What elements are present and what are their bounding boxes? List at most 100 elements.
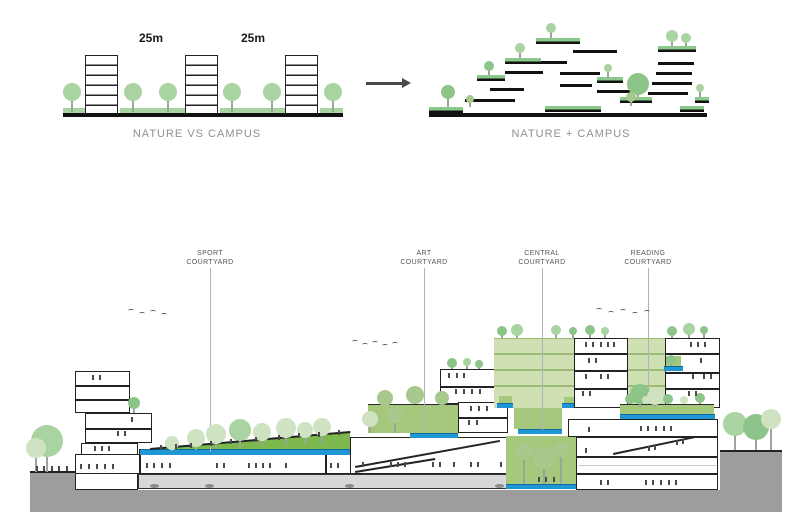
person-icon: [588, 427, 590, 432]
tree-trunk-icon: [550, 28, 552, 38]
tree-icon: [362, 411, 378, 427]
tree-icon: [297, 422, 313, 438]
green-roof-slab: [597, 77, 623, 83]
transform-arrow-head-icon: [402, 77, 411, 88]
tree-icon: [627, 73, 649, 95]
tree-icon: [466, 95, 474, 103]
tower-box: [75, 371, 130, 413]
green-roof-slab: [658, 46, 696, 52]
person-icon: [146, 463, 148, 468]
floor-line: [666, 388, 719, 390]
ground-green-strip: [220, 108, 285, 113]
lower-floor-box: [576, 474, 718, 490]
tree-icon: [511, 324, 523, 336]
grade-line-left: [30, 471, 76, 473]
person-icon: [585, 448, 587, 453]
person-icon: [592, 342, 594, 347]
person-icon: [582, 391, 584, 396]
person-icon: [318, 432, 320, 437]
tree-icon: [387, 407, 403, 423]
person-icon: [648, 446, 650, 451]
central-courtyard-basin: [506, 484, 576, 489]
person-icon: [88, 464, 90, 469]
tree-icon: [223, 83, 241, 101]
tree-trunk-icon: [734, 424, 736, 450]
tree-icon: [253, 423, 271, 441]
tree-icon: [604, 64, 612, 72]
person-icon: [455, 389, 457, 394]
bird-icon: [596, 308, 602, 311]
person-icon: [80, 464, 82, 469]
roof-garden-patch: [499, 396, 512, 403]
person-icon: [710, 374, 712, 379]
person-icon: [463, 389, 465, 394]
floor-slab: [560, 84, 592, 87]
tree-icon: [681, 33, 691, 43]
person-icon: [448, 373, 450, 378]
floor-line: [666, 372, 719, 374]
person-icon: [117, 431, 119, 436]
tree-trunk-icon: [703, 330, 705, 338]
person-icon: [66, 466, 68, 471]
person-icon: [51, 466, 53, 471]
person-icon: [468, 420, 470, 425]
tree-icon: [484, 61, 494, 71]
person-icon: [600, 374, 602, 379]
person-icon: [160, 445, 162, 450]
bird-icon: [620, 309, 626, 312]
person-icon: [688, 391, 690, 396]
person-icon: [595, 358, 597, 363]
concept-right-caption: NATURE + CAMPUS: [511, 128, 631, 140]
boulder-icon: [345, 484, 354, 488]
person-icon: [255, 463, 257, 468]
bird-icon: [128, 309, 134, 312]
floor-line: [459, 417, 507, 419]
concept-right-diagram: NATURE + CAMPUS: [400, 0, 800, 160]
tree-icon: [700, 326, 708, 334]
person-icon: [607, 480, 609, 485]
person-icon: [43, 466, 45, 471]
person-icon: [607, 342, 609, 347]
tree-icon: [128, 397, 140, 409]
tree-icon: [441, 85, 455, 99]
floor-line: [76, 399, 129, 401]
tree-icon: [187, 429, 205, 447]
tree-trunk-icon: [523, 452, 525, 484]
tree-trunk-icon: [469, 99, 471, 107]
gap-dimension-label: 25m: [240, 31, 266, 45]
tree-icon: [447, 358, 457, 368]
person-icon: [285, 463, 287, 468]
central-courtyard-pool: [518, 429, 562, 434]
tree-icon: [475, 360, 483, 368]
tree-trunk-icon: [519, 48, 521, 58]
person-icon: [668, 480, 670, 485]
tree-trunk-icon: [394, 415, 396, 433]
person-icon: [58, 466, 60, 471]
person-icon: [697, 342, 699, 347]
terrace-green-block: [368, 404, 458, 433]
tree-icon: [324, 83, 342, 101]
floor-line: [441, 386, 496, 388]
tree-icon: [124, 83, 142, 101]
person-icon: [676, 440, 678, 445]
person-icon: [404, 462, 406, 467]
person-icon: [585, 374, 587, 379]
floor-slab: [648, 92, 688, 95]
person-icon: [104, 464, 106, 469]
tree-icon: [533, 447, 555, 469]
person-icon: [278, 435, 280, 440]
person-icon: [230, 439, 232, 444]
person-icon: [704, 342, 706, 347]
floor-slab: [652, 82, 692, 85]
person-icon: [453, 462, 455, 467]
tree-trunk-icon: [231, 92, 233, 112]
person-icon: [338, 430, 340, 435]
person-icon: [486, 406, 488, 411]
person-icon: [190, 443, 192, 448]
person-icon: [692, 374, 694, 379]
green-roof-slab: [620, 97, 652, 103]
tree-icon: [569, 327, 577, 335]
boulder-icon: [495, 484, 504, 488]
roof-garden-patch: [564, 397, 575, 403]
